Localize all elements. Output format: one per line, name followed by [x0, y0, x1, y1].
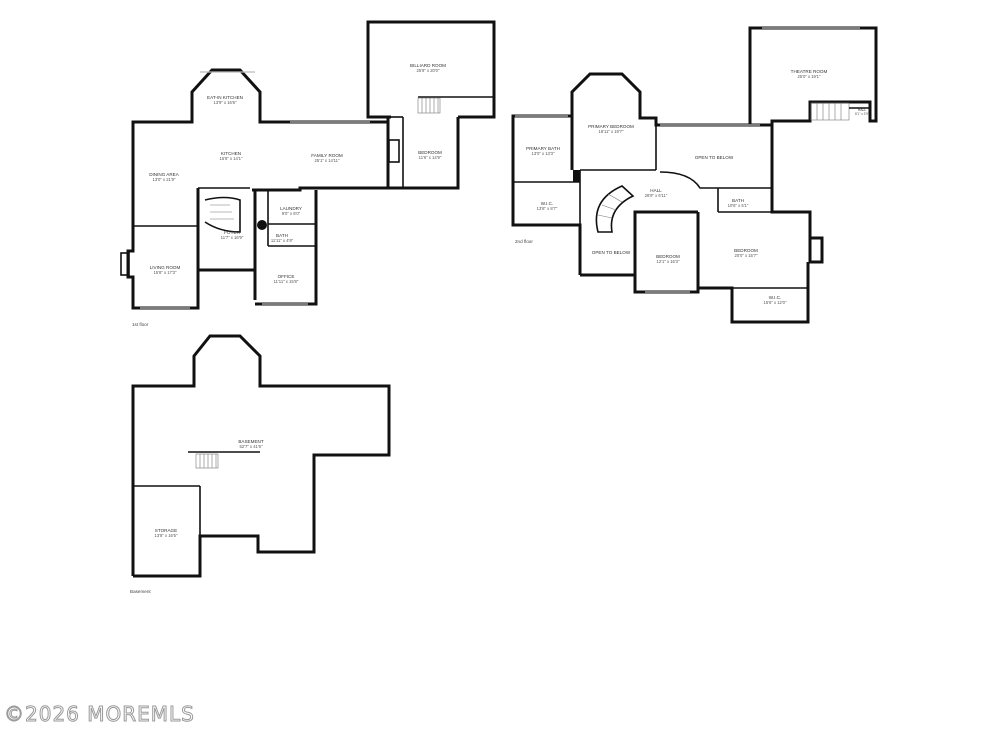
room-name: OFFICE [278, 274, 295, 279]
room-dim: 11'11" x 4'9" [271, 238, 294, 243]
basement-plan [131, 334, 391, 578]
room-name: BILLIARD ROOM [410, 63, 446, 68]
room-name: BATH [732, 198, 744, 203]
theatre-stairs [810, 102, 850, 121]
room-dim: 8'1" x 3'9" [855, 112, 869, 116]
room-dim: 13'0" x 13'3" [532, 151, 555, 156]
room-dim: 13'8" x 16'5" [155, 533, 178, 538]
room-name: STORAGE [155, 528, 177, 533]
foyer-column [257, 220, 267, 230]
room-name: BEDROOM [418, 150, 442, 155]
room-name: PRIMARY BEDROOM [588, 124, 634, 129]
first-floor-plan [120, 20, 496, 310]
room-name: OPEN TO BELOW [592, 250, 631, 255]
room-name: OPEN TO BELOW [695, 155, 734, 160]
room-name: FAMILY ROOM [311, 153, 343, 158]
room-name: DINING AREA [149, 172, 180, 177]
room-name: HALL [650, 188, 662, 193]
room-dim: 13'0" x 21'9" [153, 177, 176, 182]
room-dim: 13'9" x 16'6" [214, 100, 237, 105]
room-dim: 15'8" x 14'1" [220, 156, 243, 161]
room-name: LAUNDRY [280, 206, 302, 211]
room-name: FOYER [224, 230, 241, 235]
room-name: BASEMENT [238, 439, 263, 444]
room-dim: 11'6" x 14'9" [419, 155, 442, 160]
room-dim: 25'9" x 20'0" [417, 68, 440, 73]
room-name: HALL [858, 108, 867, 112]
room-name: W.I.C. [769, 295, 782, 300]
room-name: THEATRE ROOM [791, 69, 828, 74]
room-name: BATH [276, 233, 288, 238]
room-dim: 28'9" x 6'11" [645, 193, 668, 198]
room-dim: 9'0" x 6'0" [282, 211, 301, 216]
room-dim: 10'6" x 5'1" [728, 203, 749, 208]
room-name: BEDROOM [656, 254, 680, 259]
room-name: W.I.C. [541, 201, 554, 206]
room-dim: 25'0" x 19'1" [798, 74, 821, 79]
floor-label-1st: 1st floor [132, 322, 149, 327]
floor-label-basement: Basement [130, 589, 151, 594]
room-dim: 15'6" x 12'0" [764, 300, 787, 305]
room-name: LIVING ROOM [150, 265, 181, 270]
room-dim: 15'8" x 17'3" [154, 270, 177, 275]
room-dim: 12'1" x 16'3" [657, 259, 680, 264]
second-floor-plan [511, 26, 878, 324]
room-labels: BILLIARD ROOM 25'9" x 20'0" EAT-IN KITCH… [149, 63, 869, 538]
room-name: KITCHEN [221, 151, 241, 156]
room-dim: 18'11" x 19'7" [599, 129, 624, 134]
room-dim: 52'7" x 41'6" [240, 444, 263, 449]
room-name: EAT-IN KITCHEN [207, 95, 243, 100]
room-name: PRIMARY BATH [526, 146, 560, 151]
room-dim: 11'11" x 15'8" [274, 279, 299, 284]
floor-label-2nd: 2nd floor [515, 239, 533, 244]
room-dim: 25'1" x 14'11" [315, 158, 340, 163]
basement-stairs [195, 453, 219, 469]
room-dim: 20'0" x 15'7" [735, 253, 758, 258]
watermark-logo: ©2026 MOREMLS [4, 702, 195, 727]
room-name: BEDROOM [734, 248, 758, 253]
room-dim: 11'7" x 16'9" [221, 235, 244, 240]
room-dim: 13'8" x 8'7" [537, 206, 558, 211]
billiard-stairs [417, 97, 441, 114]
